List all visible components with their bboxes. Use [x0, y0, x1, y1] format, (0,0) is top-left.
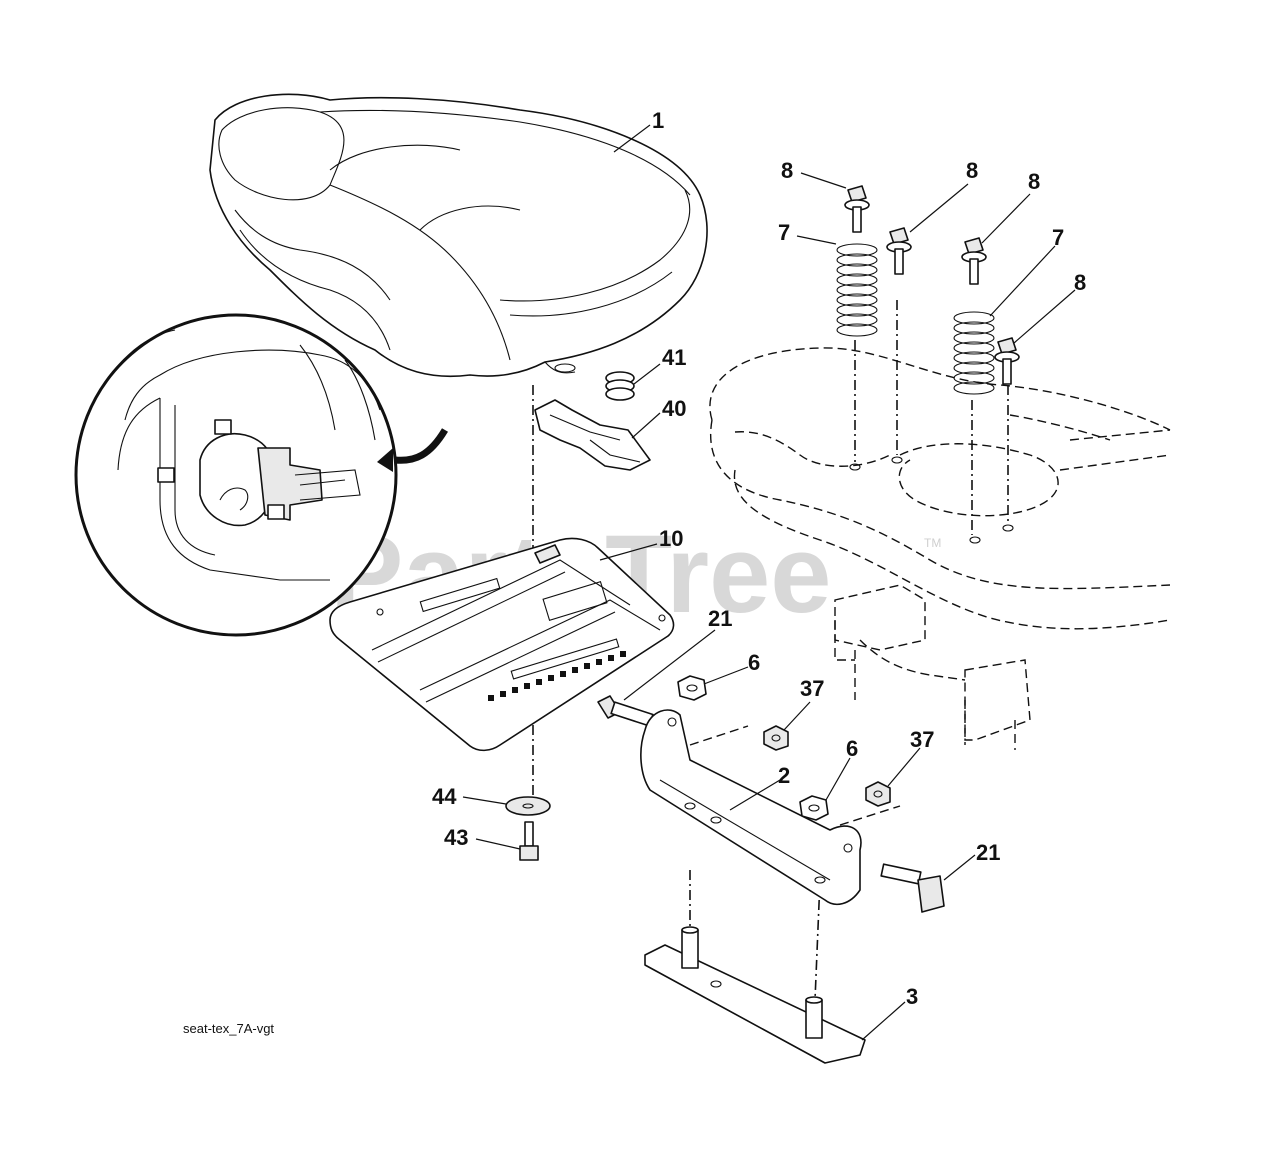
seat-pan-adjust-slots — [488, 651, 626, 701]
tractor-frame-outline — [709, 347, 1171, 750]
base-plate[interactable] — [644, 926, 866, 1064]
assembly-center-lines — [532, 300, 1009, 1001]
seat-pan[interactable] — [329, 537, 675, 752]
small-spring[interactable] — [605, 371, 635, 401]
washer[interactable] — [505, 796, 551, 816]
seat[interactable] — [209, 93, 708, 378]
bolt-c[interactable] — [961, 237, 987, 285]
bolt-a[interactable] — [844, 185, 870, 233]
spring-left[interactable] — [836, 243, 878, 337]
spring-right[interactable] — [953, 311, 995, 395]
callout-21-left: 21 — [708, 606, 732, 631]
callout-8-c: 8 — [1028, 169, 1040, 194]
nut-left[interactable] — [677, 675, 707, 701]
callout-leaders — [462, 124, 1076, 1041]
callout-44: 44 — [432, 784, 457, 809]
bolt-left[interactable] — [597, 695, 654, 727]
callout-37-right: 37 — [910, 727, 934, 752]
callout-40: 40 — [662, 396, 686, 421]
callout-1: 1 — [652, 108, 664, 133]
callout-2: 2 — [778, 763, 790, 788]
detail-view-circle — [74, 313, 449, 637]
callout-21-right: 21 — [976, 840, 1000, 865]
callout-41: 41 — [662, 345, 686, 370]
callout-6-left: 6 — [748, 650, 760, 675]
locknut-left[interactable] — [763, 725, 789, 751]
frame-holes — [849, 456, 1014, 544]
screw[interactable] — [519, 821, 539, 861]
callout-labels: 1 8 8 8 8 7 7 41 40 10 21 6 37 6 37 2 21… — [432, 108, 1086, 1009]
bracket[interactable] — [640, 709, 862, 906]
callout-37-left: 37 — [800, 676, 824, 701]
callout-10: 10 — [659, 526, 683, 551]
switch-bracket[interactable] — [534, 399, 651, 471]
bolt-d[interactable] — [994, 337, 1020, 385]
callout-3: 3 — [906, 984, 918, 1009]
callout-8-d: 8 — [1074, 270, 1086, 295]
bolt-b[interactable] — [886, 227, 912, 275]
locknut-right[interactable] — [865, 781, 891, 807]
watermark-trademark: TM — [924, 536, 941, 550]
callout-7-right: 7 — [1052, 225, 1064, 250]
callout-7-left: 7 — [778, 220, 790, 245]
callout-8-b: 8 — [966, 158, 978, 183]
callout-43: 43 — [444, 825, 468, 850]
bolt-right[interactable] — [880, 863, 945, 913]
callout-8-a: 8 — [781, 158, 793, 183]
diagram-caption: seat-tex_7A-vgt — [183, 1021, 274, 1036]
callout-6-right: 6 — [846, 736, 858, 761]
